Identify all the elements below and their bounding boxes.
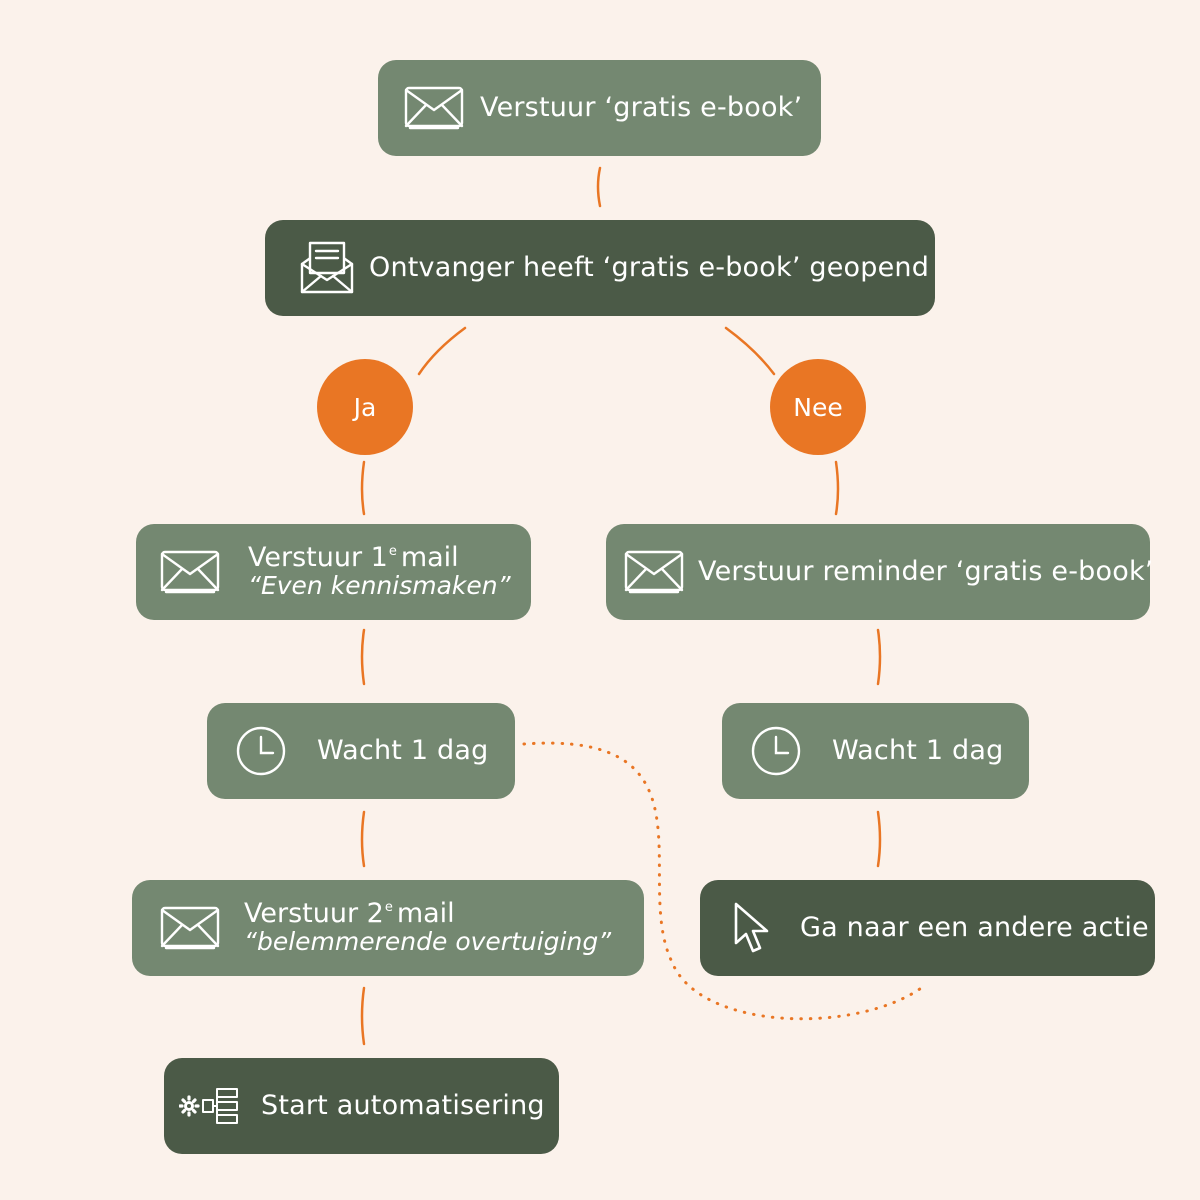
connector-reminder-to-wait [876,628,882,686]
node-opened-check: Ontvanger heeft ‘gratis e-book’ geopend [265,220,935,316]
connector-wait-to-action [876,810,882,868]
connector-opened-to-yes [417,326,467,376]
connector-mail2-to-start [360,986,366,1046]
node-label: Wacht 1 dag [317,735,489,767]
connector-mail1-to-wait [360,628,366,686]
connector-dotted-wait-to-action [522,741,926,1021]
node-label-subtitle: “Even kennismaken” [248,571,511,601]
node-label: Start automatisering [261,1090,545,1122]
node-label: Wacht 1 dag [832,735,1004,767]
node-label: Ga naar een andere actie [800,912,1149,944]
decision-no: Nee [770,359,866,455]
envelope-icon [160,550,220,594]
node-start-automation: Start automatisering [164,1058,559,1154]
node-wait-left: Wacht 1 dag [207,703,515,799]
clock-icon [750,725,802,777]
node-send-ebook: Verstuur ‘gratis e-book’ [378,60,821,156]
automation-icon [179,1088,239,1124]
node-label: Ontvanger heeft ‘gratis e-book’ geopend [369,252,930,284]
envelope-icon [404,86,464,130]
node-label-subtitle: “belemmerende overtuiging” [244,927,612,957]
open-envelope-icon [299,240,355,296]
node-other-action: Ga naar een andere actie [700,880,1155,976]
label-superscript: e [384,899,393,915]
connector-opened-to-no [724,326,776,376]
connector-wait-to-mail2 [360,810,366,868]
decision-yes: Ja [317,359,413,455]
decision-no-label: Nee [793,392,843,422]
label-prefix: Verstuur 2 [244,897,384,929]
node-send-reminder: Verstuur reminder ‘gratis e-book’ [606,524,1153,620]
cursor-icon [732,901,774,955]
node-label: Verstuur ‘gratis e-book’ [480,92,803,124]
connector-send-to-opened [596,166,602,208]
label-suffix: mail [396,897,455,929]
node-wait-right: Wacht 1 dag [722,703,1029,799]
decision-yes-label: Ja [353,392,377,422]
connector-yes-to-mail1 [360,460,366,516]
envelope-icon [160,906,220,950]
envelope-icon [624,550,684,594]
connector-no-to-reminder [834,460,840,516]
node-label: Verstuur reminder ‘gratis e-book’ [698,556,1154,588]
label-prefix: Verstuur 1 [248,541,388,573]
label-superscript: e [388,543,397,559]
label-suffix: mail [400,541,459,573]
clock-icon [235,725,287,777]
